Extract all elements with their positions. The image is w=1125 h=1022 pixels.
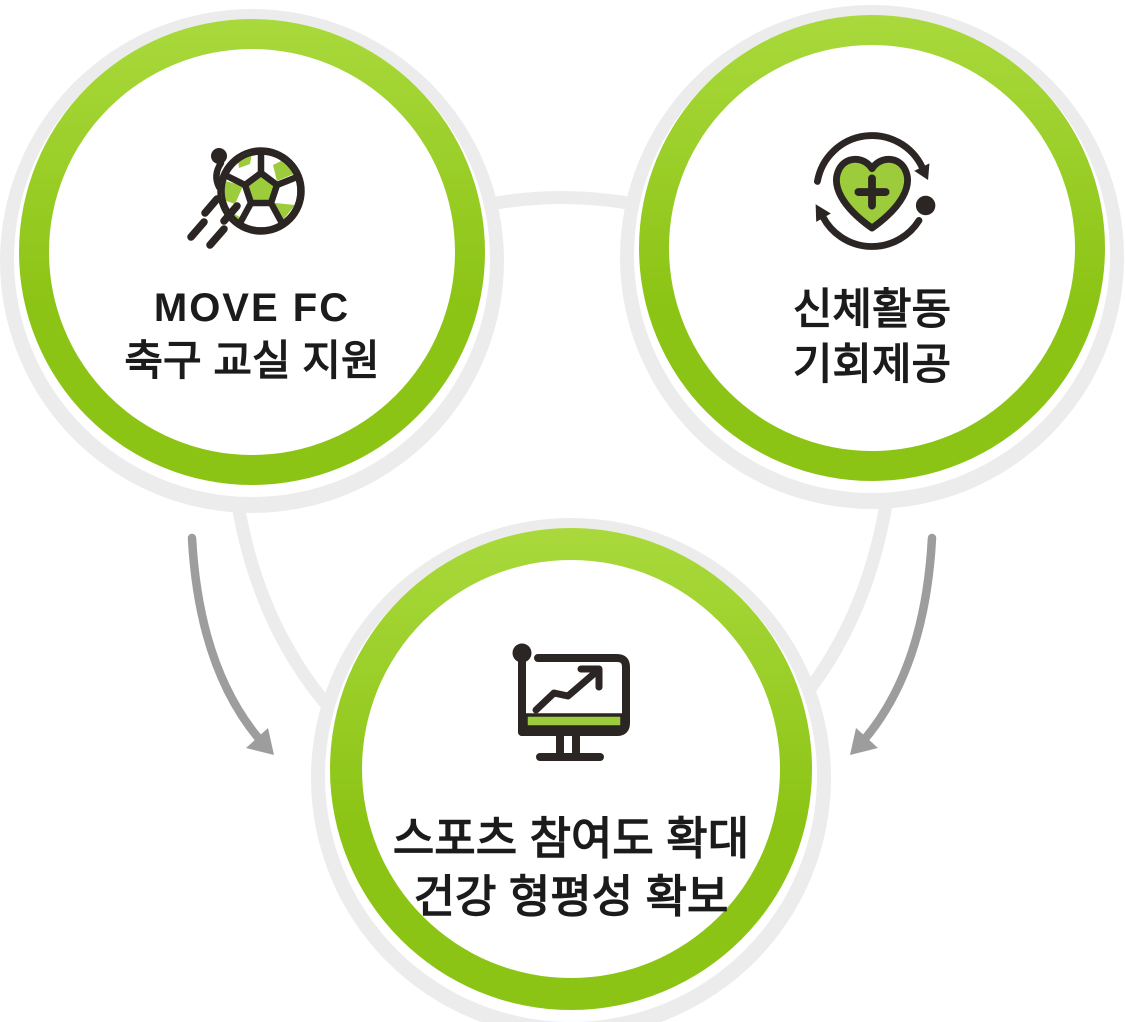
node-move-fc-label: MOVE FC 축구 교실 지원: [124, 283, 379, 388]
node-outcome-subtitle: 건강 형평성 확보: [413, 870, 729, 922]
connector-left: [226, 461, 359, 739]
growth-chart-monitor-icon: [512, 643, 630, 761]
node-outcome-title: 스포츠 참여도 확대: [392, 813, 750, 864]
node-physical-activity-subtitle: 기회제공: [792, 341, 952, 390]
node-physical-activity-body: 신체활동 기회제공: [669, 45, 1075, 451]
node-physical-activity-title: 신체활동: [792, 286, 952, 334]
soccer-ball-icon: [187, 147, 305, 249]
node-outcome-label: 스포츠 참여도 확대 건강 형평성 확보: [393, 810, 749, 925]
node-move-fc-subtitle: 축구 교실 지원: [124, 337, 380, 385]
heart-plus-refresh-icon: [813, 132, 936, 250]
node-outcome-body: 스포츠 참여도 확대 건강 형평성 확보: [362, 560, 780, 978]
node-move-fc: MOVE FC 축구 교실 지원: [19, 19, 485, 485]
node-outcome: 스포츠 참여도 확대 건강 형평성 확보: [330, 528, 812, 1010]
node-move-fc-body: MOVE FC 축구 교실 지원: [49, 49, 455, 455]
node-move-fc-title: MOVE FC: [153, 286, 351, 330]
connector-top: [448, 191, 676, 219]
node-physical-activity-label: 신체활동 기회제공: [793, 283, 951, 393]
node-physical-activity: 신체활동 기회제공: [639, 15, 1105, 481]
